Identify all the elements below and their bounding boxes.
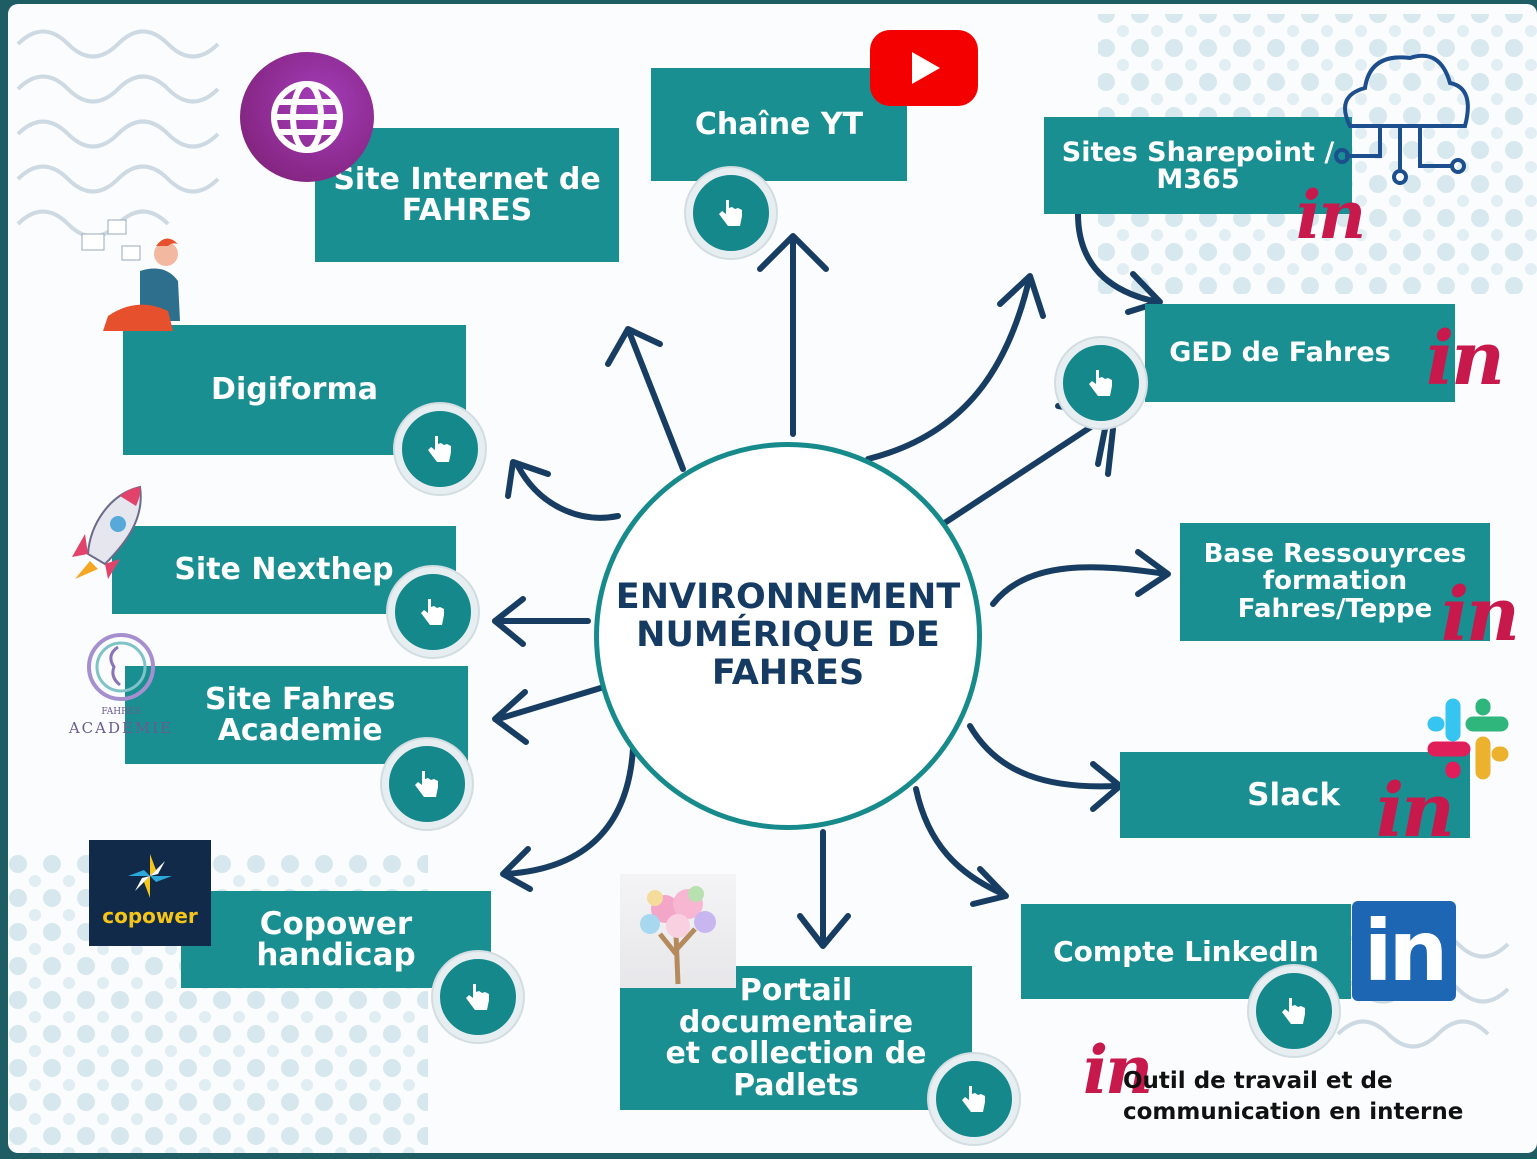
- node-digiforma-label: Digiforma: [211, 372, 378, 408]
- nexthep-link-button[interactable]: [388, 567, 478, 657]
- pointer-hand-icon: [428, 436, 451, 462]
- in-logo-base: in: [1441, 572, 1520, 658]
- node-site-internet: Site Internet de FAHRES: [315, 128, 619, 262]
- node-portail-label: Portail documentaire et collection de Pa…: [665, 973, 927, 1103]
- copower-link-button[interactable]: [433, 952, 523, 1042]
- academie-logo: FAHRES ACADÉMIE: [66, 629, 176, 744]
- center-title: ENVIRONNEMENT NUMÉRIQUE DE FAHRES: [615, 577, 961, 693]
- node-academie: Site Fahres Academie: [125, 666, 468, 764]
- pointer-hand-icon: [415, 771, 438, 797]
- digiforma-link-button[interactable]: [395, 404, 485, 494]
- academie-link-button[interactable]: [382, 739, 472, 829]
- node-copower: Copower handicap: [181, 891, 491, 988]
- node-chaine-yt-label: Chaîne YT: [694, 106, 864, 142]
- youtube-icon: [870, 30, 978, 106]
- copower-logo-text: copower: [102, 904, 198, 928]
- pointer-hand-icon: [962, 1086, 985, 1112]
- node-chaine-yt: Chaîne YT: [651, 68, 907, 181]
- node-portail: Portail documentaire et collection de Pa…: [620, 966, 972, 1110]
- academie-logo-text: ACADÉMIE: [68, 719, 174, 737]
- node-sharepoint: Sites Sharepoint / M365: [1044, 117, 1352, 214]
- portail-link-button[interactable]: [929, 1054, 1019, 1144]
- node-slack: Slack: [1120, 752, 1470, 838]
- node-linkedin-label: Compte LinkedIn: [1053, 934, 1319, 968]
- slack-icon: [1427, 698, 1509, 780]
- cloud-network-icon: [1334, 53, 1470, 185]
- node-academie-label: Site Fahres Academie: [205, 681, 396, 748]
- rocket-icon: [72, 485, 142, 579]
- globe-icon: [240, 52, 374, 182]
- pointer-hand-icon: [1282, 998, 1305, 1024]
- node-copower-label: Copower handicap: [256, 905, 416, 973]
- node-slack-label: Slack: [1247, 776, 1340, 813]
- node-ged-label: GED de Fahres: [1169, 336, 1391, 368]
- node-site-internet-label: Site Internet de FAHRES: [333, 161, 601, 228]
- node-base-ressources: Base Ressouyrces formation Fahres/Teppe: [1180, 523, 1490, 641]
- node-base-ressources-label: Base Ressouyrces formation Fahres/Teppe: [1203, 539, 1467, 624]
- pointer-hand-icon: [719, 200, 742, 226]
- node-nexthep-label: Site Nexthep: [174, 552, 394, 588]
- center-circle: ENVIRONNEMENT NUMÉRIQUE DE FAHRES: [594, 442, 982, 830]
- linkedin-link-button[interactable]: [1249, 966, 1339, 1056]
- pointer-hand-icon: [1089, 370, 1112, 396]
- tree-photo: [620, 874, 736, 988]
- in-logo-ged: in: [1426, 316, 1505, 402]
- diagram-board: ENVIRONNEMENT NUMÉRIQUE DE FAHRES Site I…: [8, 4, 1537, 1153]
- copower-logo: copower: [89, 840, 211, 946]
- in-logo-legend: in: [1083, 1031, 1153, 1109]
- chaine-yt-link-button[interactable]: [686, 168, 776, 258]
- linkedin-icon: in: [1352, 901, 1456, 1001]
- academie-logo-small-text: FAHRES: [101, 707, 141, 717]
- pointer-hand-icon: [421, 599, 444, 625]
- node-ged: GED de Fahres: [1145, 304, 1455, 402]
- ged-link-button[interactable]: [1056, 338, 1146, 428]
- in-logo-slack: in: [1376, 768, 1455, 854]
- pointer-hand-icon: [466, 984, 489, 1010]
- node-sharepoint-label: Sites Sharepoint / M365: [1061, 136, 1335, 195]
- person-illustration: [81, 219, 180, 331]
- in-logo-sharepoint: in: [1296, 176, 1366, 254]
- legend-text: Outil de travail et de communication en …: [1123, 1068, 1464, 1126]
